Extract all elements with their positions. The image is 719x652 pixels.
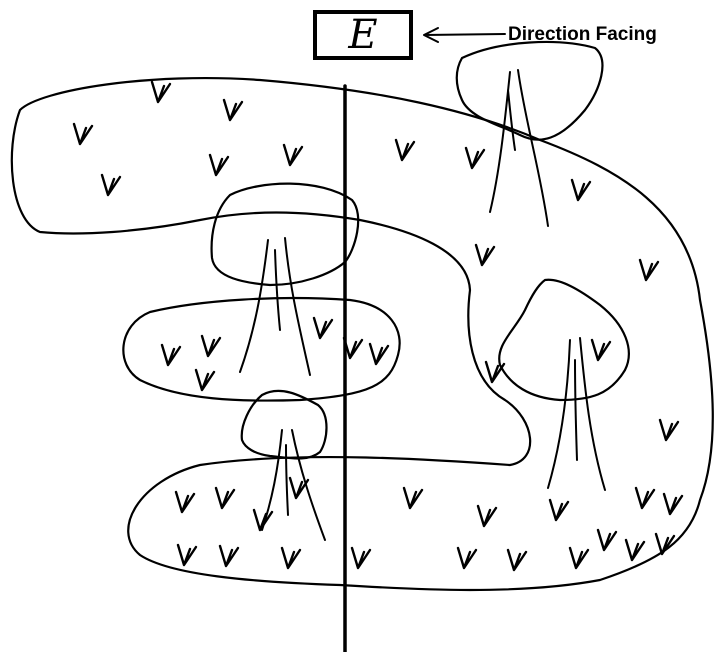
grass-tuft <box>282 143 304 167</box>
grass-tuft <box>218 544 240 568</box>
grass-tuft <box>658 418 680 442</box>
grass-tuft <box>72 122 94 146</box>
grass-tuft <box>176 543 198 567</box>
tree-crown-top-right <box>455 40 604 141</box>
tree-crown-center <box>210 182 360 287</box>
grass-tuft <box>484 360 506 384</box>
tree-trunk-top-right <box>489 69 549 227</box>
grass-tuft <box>214 486 236 510</box>
grass-tuft <box>590 338 612 362</box>
grass-tuft <box>100 173 122 197</box>
tree-trunk-right <box>547 337 606 491</box>
grass-tuft <box>342 336 364 360</box>
grass-tuft <box>634 486 656 510</box>
grass-tuft <box>222 98 244 122</box>
grass-tuft <box>252 508 274 532</box>
grass-tuft <box>402 486 424 510</box>
grass-tuft <box>624 538 646 562</box>
grass-tuft <box>476 504 498 528</box>
direction-letter-box: E <box>313 10 413 60</box>
grass-tuft <box>568 546 590 570</box>
grass-tuft <box>150 80 172 104</box>
grass-tuft <box>456 546 478 570</box>
grass-tuft <box>548 498 570 522</box>
direction-facing-label: Direction Facing <box>508 24 657 45</box>
grass-tuft <box>200 334 222 358</box>
grass-tuft <box>312 316 334 340</box>
grass-tuft <box>464 146 486 170</box>
grass-tuft <box>174 490 196 514</box>
grass-tuft <box>350 546 372 570</box>
grass-tuft <box>654 532 676 556</box>
grass-tuft <box>394 138 416 162</box>
grass-tuft <box>368 342 390 366</box>
grass-tuft <box>160 343 182 367</box>
direction-letter: E <box>348 12 378 58</box>
middle-bed-outline <box>122 296 401 402</box>
grass-tuft <box>596 528 618 552</box>
tree-crown-right <box>498 278 630 402</box>
tree-trunk-bottom <box>261 429 326 541</box>
grass-tuft <box>208 153 230 177</box>
grass-tuft <box>570 178 592 202</box>
grass-tuft <box>506 548 528 572</box>
outer-ground-outline <box>10 76 714 592</box>
grass-tuft <box>280 546 302 570</box>
grass-tuft <box>194 368 216 392</box>
grass-tufts <box>72 80 684 572</box>
grass-tuft <box>638 258 660 282</box>
direction-arrow <box>423 27 506 43</box>
grass-tuft <box>474 243 496 267</box>
grass-tuft <box>662 492 684 516</box>
grass-tuft <box>288 476 310 500</box>
tree-trunk-center <box>239 237 311 376</box>
